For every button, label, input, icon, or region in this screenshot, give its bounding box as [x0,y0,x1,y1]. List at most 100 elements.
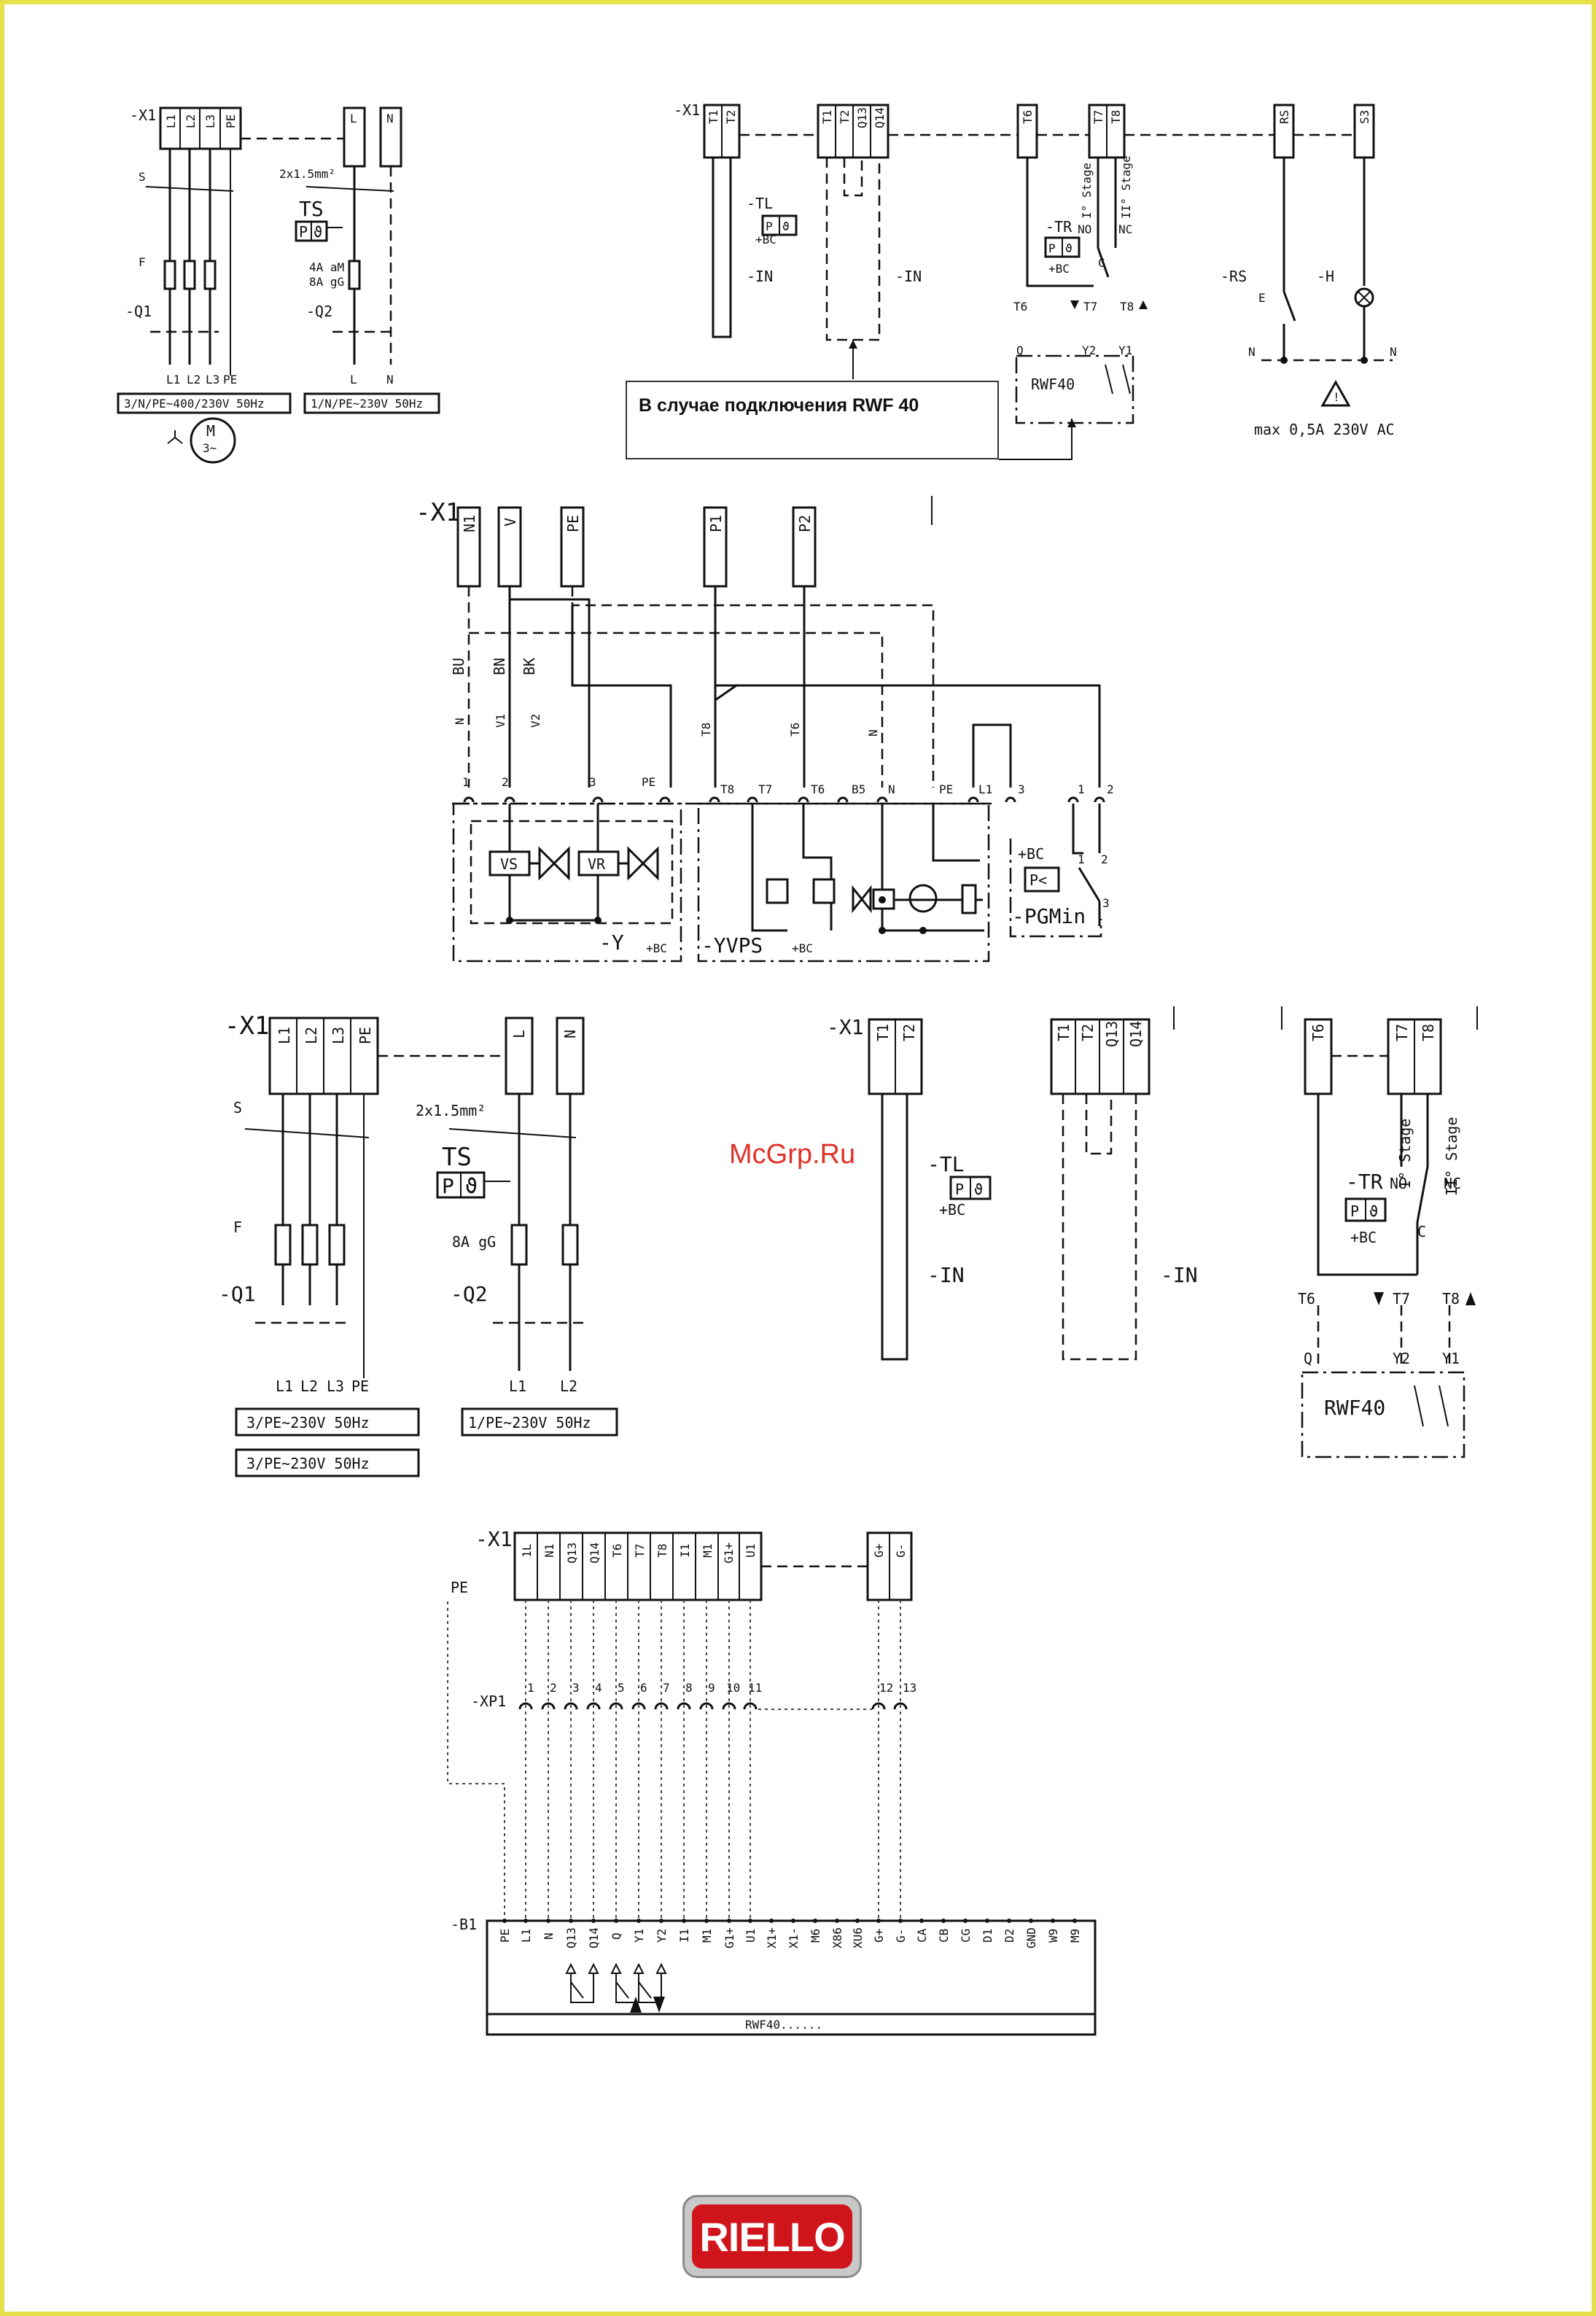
svg-text:S: S [233,1099,242,1116]
svg-text:W9: W9 [1046,1929,1060,1943]
d2-max-current: max 0,5A 230V AC [1254,421,1395,438]
svg-text:I1: I1 [677,1929,691,1943]
d4-cable: 2x1.5mm² [416,1102,486,1119]
svg-text:T6: T6 [610,1544,624,1558]
svg-text:TS: TS [442,1143,472,1172]
svg-text:II° Stage: II° Stage [1119,155,1133,219]
svg-text:T7: T7 [758,782,772,796]
svg-text:N: N [542,1932,556,1940]
svg-text:L1: L1 [164,114,178,128]
svg-text:+BC: +BC [939,1201,965,1219]
svg-text:L2: L2 [303,1027,320,1044]
svg-text:ϑ: ϑ [974,1181,983,1198]
svg-text:T8: T8 [720,782,734,796]
svg-text:!: ! [1333,390,1340,404]
d2-rwf40-box [1015,354,1134,424]
svg-text:P: P [299,223,308,241]
svg-text:1: 1 [1078,852,1085,866]
svg-text:T7: T7 [1393,1290,1410,1307]
svg-text:L1: L1 [166,373,180,386]
svg-text:U1: U1 [744,1544,758,1558]
svg-text:XU6: XU6 [851,1927,865,1948]
svg-text:L: L [350,373,357,386]
riello-logo: RIELLO [682,2195,862,2278]
svg-text:N: N [1248,345,1256,359]
svg-text:-PGMin: -PGMin [1012,904,1086,928]
svg-text:Q14: Q14 [1127,1021,1145,1047]
d4-supply-label-3: 1/PE~230V 50Hz [468,1414,591,1431]
svg-text:L3: L3 [330,1027,347,1044]
svg-text:T8: T8 [1120,300,1134,314]
svg-text:PE: PE [357,1027,374,1044]
svg-text:8A gG: 8A gG [309,275,344,289]
svg-text:-Y: -Y [599,930,624,955]
svg-text:+BC: +BC [1048,262,1070,276]
svg-text:X1-: X1- [787,1927,801,1948]
svg-text:G1+: G1+ [723,1927,736,1948]
svg-text:T8: T8 [1109,110,1123,124]
d1-cable: 2x1.5mm² [279,167,335,181]
svg-text:T6: T6 [811,782,825,796]
svg-text:1: 1 [462,775,470,789]
svg-text:P1: P1 [707,515,725,532]
d1-motor-symbol [190,417,236,464]
svg-text:2: 2 [502,775,509,789]
svg-text:L1: L1 [276,1377,293,1395]
svg-text:S3: S3 [1358,110,1371,124]
svg-text:3: 3 [1102,896,1110,910]
svg-text:-IN: -IN [927,1263,965,1287]
svg-text:G-: G- [894,1929,908,1943]
svg-text:N: N [386,112,394,125]
svg-text:Q: Q [1016,343,1024,357]
svg-text:E: E [1258,291,1266,305]
svg-text:13: 13 [903,1681,916,1695]
svg-text:T1: T1 [1055,1024,1073,1041]
d1-terminal-n [379,106,402,168]
svg-text:L: L [510,1030,528,1038]
rwf40-note-text: В случае подключения RWF 40 [639,395,919,416]
svg-text:7: 7 [663,1681,670,1695]
svg-text:8A gG: 8A gG [452,1233,496,1251]
svg-text:-Q2: -Q2 [306,303,332,320]
svg-text:M: M [206,422,215,440]
svg-text:T8: T8 [655,1544,669,1558]
d1-supply-label-2: 1/N/PE~230V 50Hz [311,397,423,411]
svg-text:U1: U1 [744,1929,758,1943]
d1-terminal-l [343,106,366,168]
svg-text:9: 9 [708,1681,715,1695]
svg-text:N: N [561,1030,579,1038]
svg-text:X1+: X1+ [765,1927,779,1948]
svg-text:G+: G+ [872,1929,886,1943]
svg-text:8: 8 [685,1681,693,1695]
svg-text:L1: L1 [509,1377,526,1395]
svg-text:11: 11 [748,1681,762,1695]
svg-text:I° Stage: I° Stage [1080,163,1094,219]
d5-rwf40-box [1301,1371,1465,1458]
svg-text:2: 2 [1101,852,1108,866]
svg-text:P: P [766,219,773,233]
svg-text:-IN: -IN [1161,1263,1198,1287]
svg-text:BN: BN [491,658,508,675]
svg-text:PE: PE [351,1377,369,1395]
svg-text:N: N [888,782,895,796]
svg-text:M1: M1 [701,1544,715,1558]
svg-text:+BC: +BC [1018,845,1044,863]
svg-text:T1: T1 [820,110,834,124]
svg-text:Q13: Q13 [564,1927,578,1948]
svg-text:T1: T1 [874,1024,892,1041]
svg-text:T2: T2 [1079,1024,1097,1041]
svg-text:L2: L2 [184,114,198,128]
svg-text:ϑ: ϑ [782,219,790,233]
svg-text:-Q1: -Q1 [219,1282,256,1306]
svg-text:ϑ: ϑ [314,223,322,241]
diagram-valves: -X1 N1 V PE P1 P2 BU BN BK N V1 V2 T8 T6… [416,496,1114,963]
d6-b1-rwf40 [486,1919,1097,2036]
svg-text:V: V [502,518,519,526]
svg-text:CG: CG [959,1929,973,1943]
svg-text:VS: VS [500,855,518,873]
svg-text:-X1: -X1 [827,1015,864,1039]
svg-text:PE: PE [224,114,238,128]
svg-text:N: N [386,373,394,386]
